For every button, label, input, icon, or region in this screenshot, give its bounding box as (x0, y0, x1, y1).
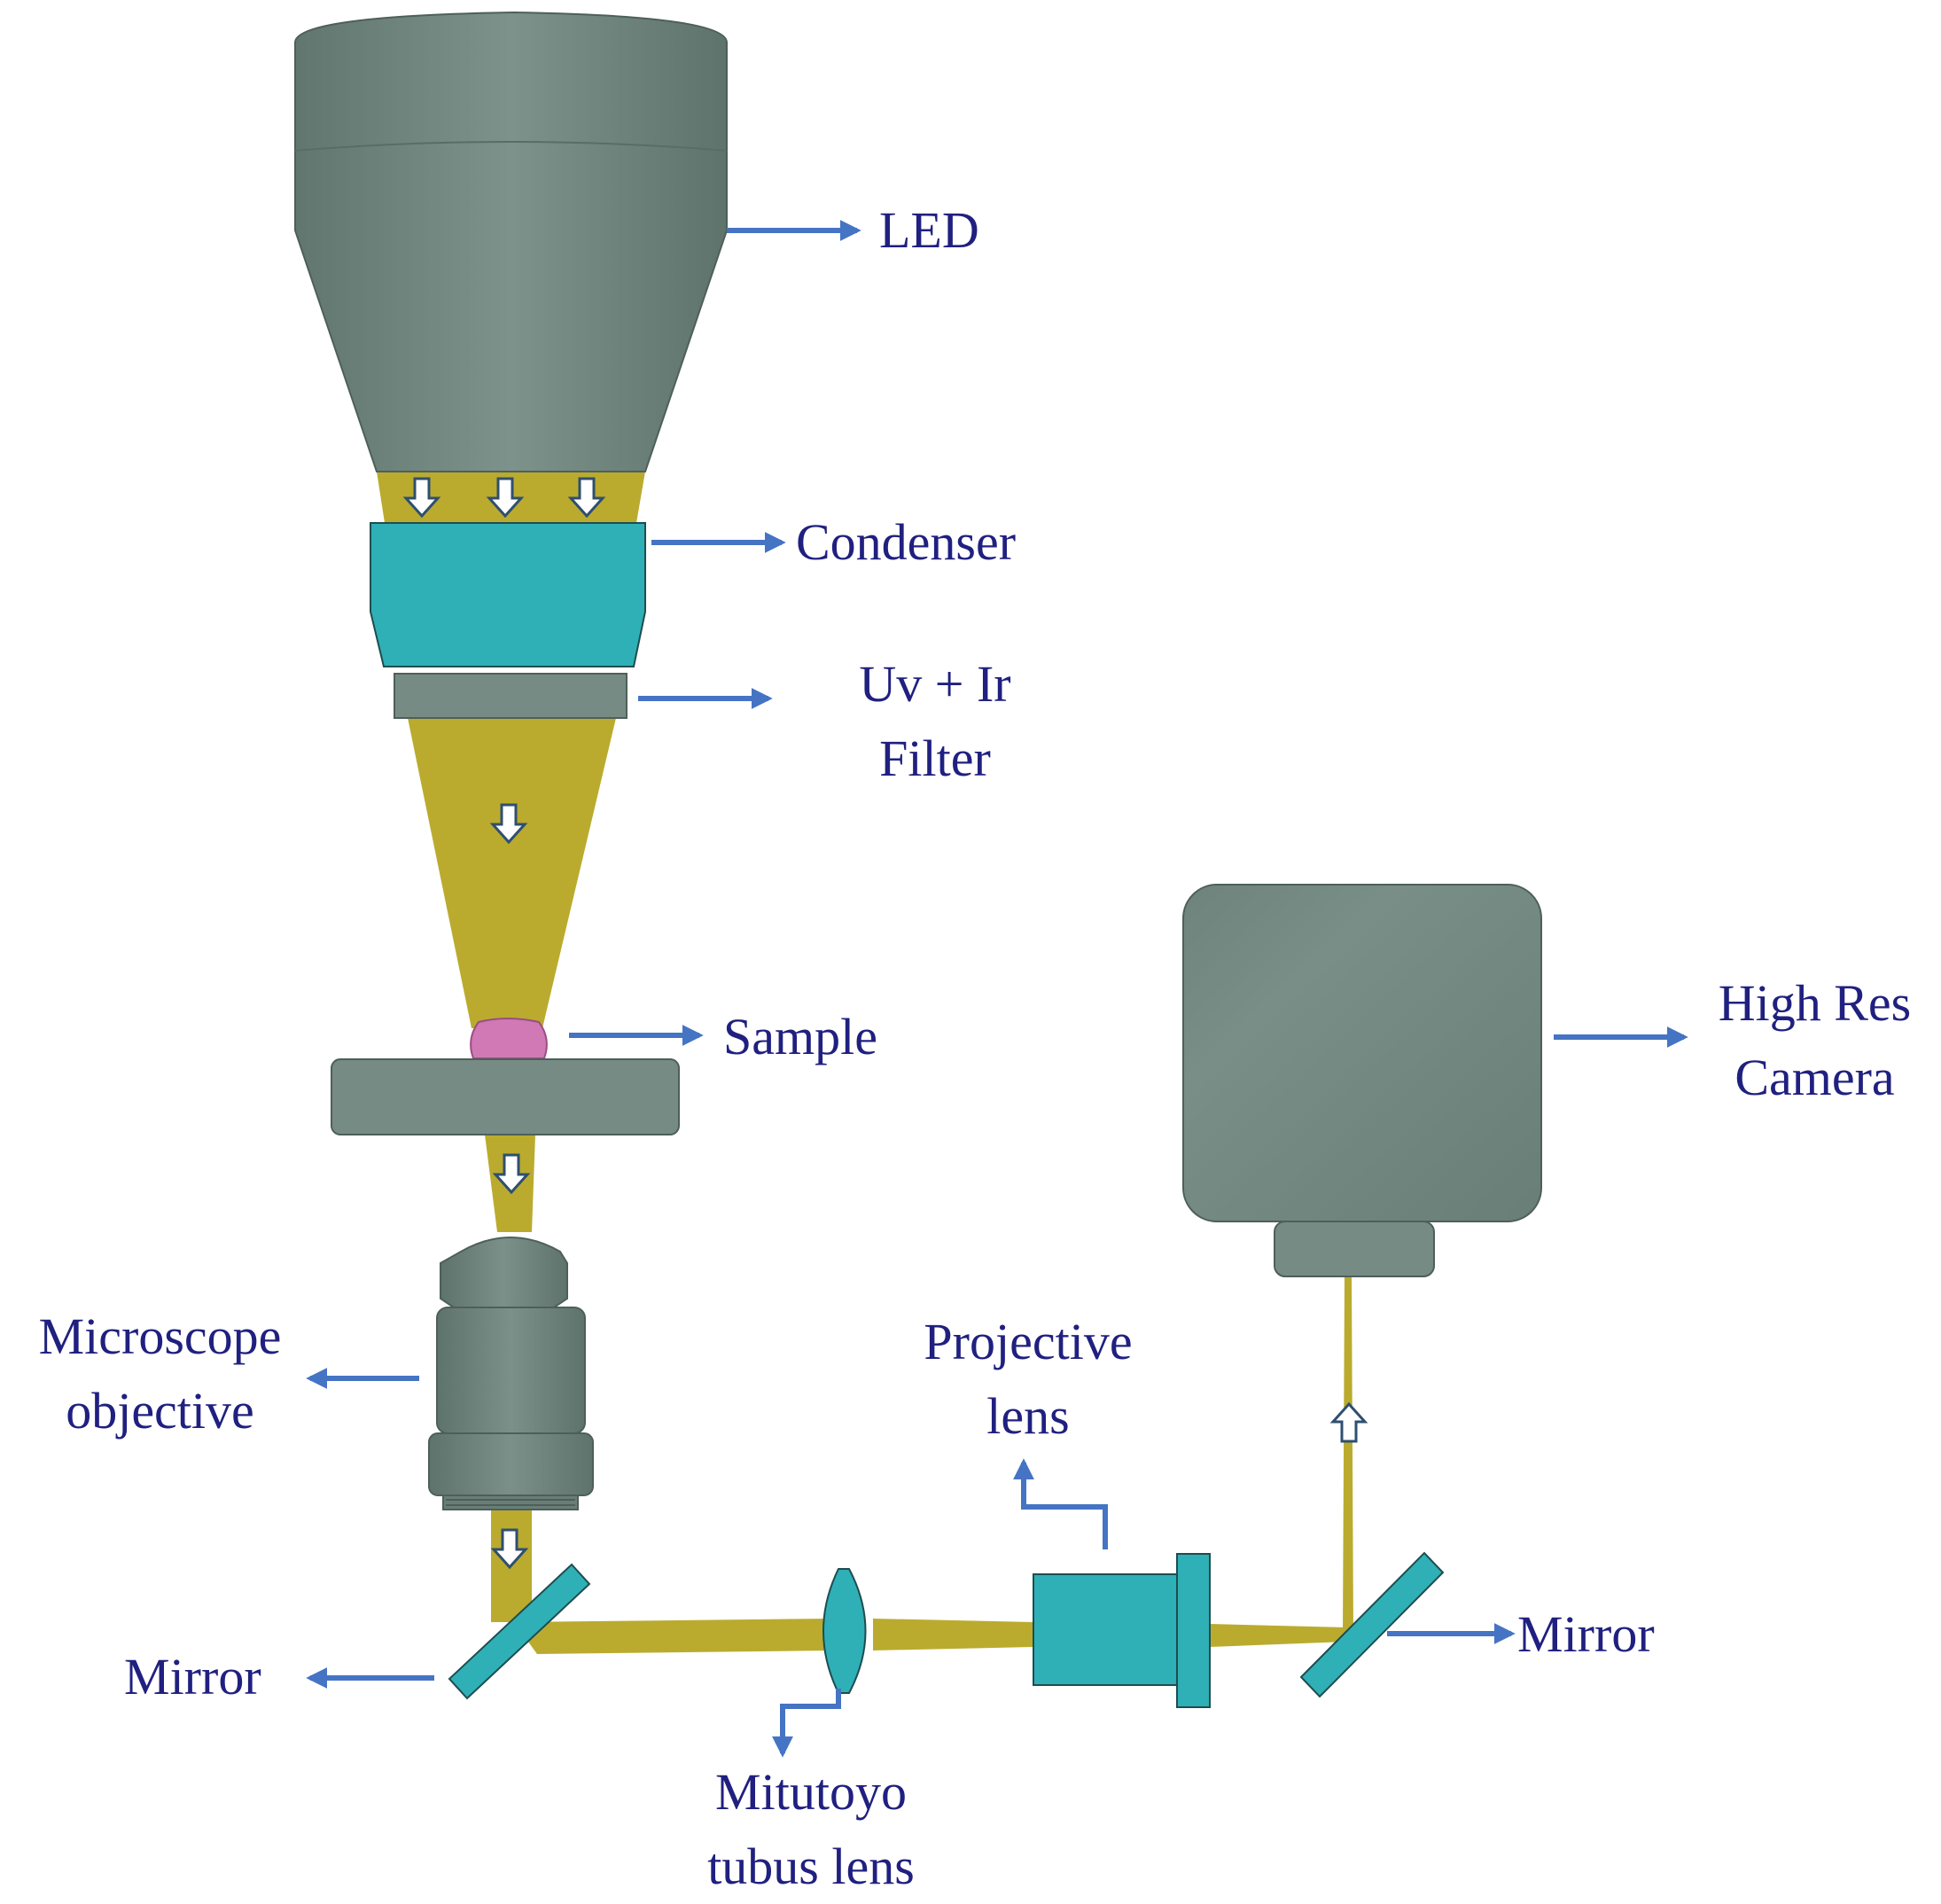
mirror-right (1299, 1551, 1445, 1698)
beam-mirror-to-tubus (514, 1619, 831, 1654)
objective-label: Microscope objective (38, 1307, 282, 1440)
led-label: LED (879, 201, 979, 259)
down-arrow-icon (486, 477, 525, 519)
high-res-camera (1182, 884, 1542, 1277)
sample-stage (331, 1058, 680, 1135)
pointer-arrows (306, 220, 1688, 1758)
sample (470, 1018, 548, 1059)
tubus-lens (822, 1568, 867, 1694)
projective-lens-label: Projective lens (924, 1313, 1133, 1445)
down-arrow-icon (567, 477, 606, 519)
beam-mirror-to-camera (1343, 1276, 1353, 1635)
condenser-label: Condenser (796, 513, 1017, 571)
sample-label: Sample (723, 1008, 877, 1065)
microscope-objective (428, 1237, 594, 1510)
mirror-left (448, 1563, 591, 1700)
mirror-left-label: Mirror (124, 1648, 261, 1705)
mirror-right-label: Mirror (1517, 1605, 1655, 1663)
beam-projective-to-mirror (1210, 1624, 1347, 1647)
down-arrow-icon (490, 1528, 529, 1570)
down-arrow-icon (402, 477, 441, 519)
camera-label: High Res Camera (1718, 974, 1912, 1106)
filter-label: Uv + Ir Filter (859, 655, 1011, 787)
beam-tubus-to-projective (873, 1619, 1033, 1650)
light-direction-arrows (402, 477, 1368, 1570)
beam-filter-to-sample (408, 718, 616, 1028)
tubus-lens-label: Mitutoyo tubus lens (707, 1763, 915, 1895)
uv-ir-filter (394, 673, 628, 719)
condenser (370, 522, 646, 667)
projective-lens (1033, 1553, 1211, 1708)
projective-lens-pointer-arrow (1013, 1458, 1108, 1549)
down-arrow-icon (492, 1153, 531, 1195)
down-arrow-icon (489, 803, 528, 845)
up-arrow-icon (1329, 1401, 1368, 1443)
tubus-lens-pointer-arrow (772, 1689, 841, 1758)
led-housing (294, 11, 728, 472)
